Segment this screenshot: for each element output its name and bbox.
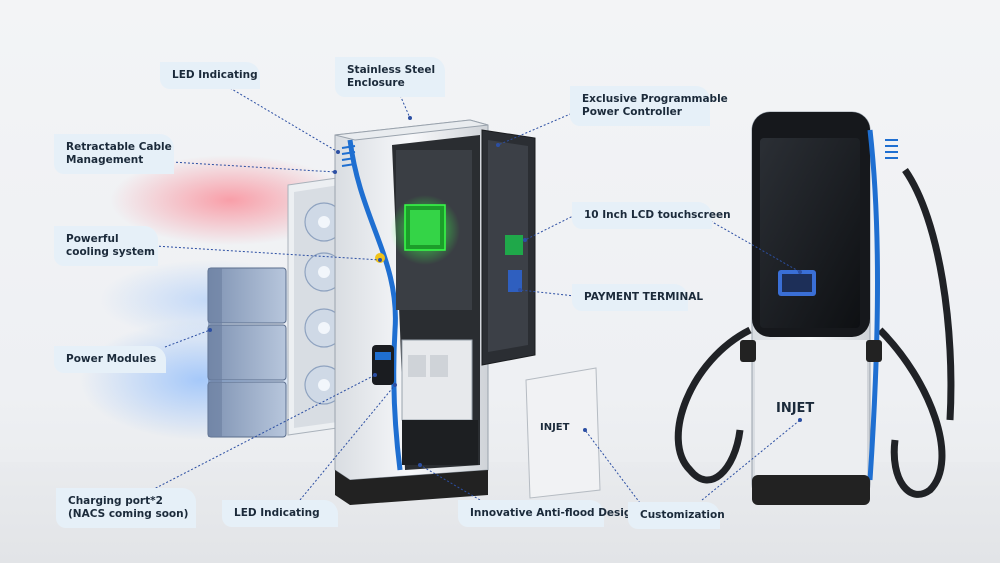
- label-stainless-enclosure: Stainless Steel Enclosure: [335, 57, 445, 97]
- label-lcd-touchscreen: 10 Inch LCD touchscreen: [572, 202, 731, 229]
- label-power-modules: Power Modules: [54, 346, 166, 373]
- label-charging-port: Charging port*2 (NACS coming soon): [56, 488, 196, 528]
- panel-logo: INJET: [540, 422, 570, 433]
- brand-logo: INJET: [776, 401, 814, 416]
- label-customization: Customization: [628, 502, 725, 529]
- label-led-indicating-top: LED Indicating: [160, 62, 260, 89]
- display-screen: [760, 138, 860, 328]
- label-power-controller: Exclusive Programmable Power Controller: [570, 86, 728, 126]
- label-anti-flood: Innovative Anti-flood Design: [458, 500, 639, 527]
- lcd-module: [505, 235, 523, 255]
- cabinet-door-right: [481, 129, 536, 366]
- label-retractable-cable: Retractable Cable Management: [54, 134, 174, 174]
- payment-module: [508, 270, 522, 292]
- complete-charger: INJET: [674, 111, 955, 505]
- main-cabinet: [334, 119, 489, 505]
- customization-panel: INJET: [525, 367, 601, 499]
- label-payment-terminal: PAYMENT TERMINAL: [572, 284, 703, 311]
- label-led-indicating-bottom: LED Indicating: [222, 500, 338, 527]
- power-modules: [207, 267, 287, 438]
- label-cooling-system: Powerful cooling system: [54, 226, 158, 266]
